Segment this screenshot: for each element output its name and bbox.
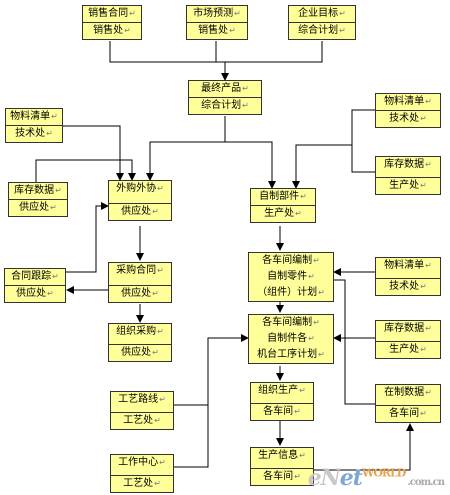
edge-inventory-right-to-selfmade — [351, 145, 375, 173]
node-workshop-plan-2: 各车间编制↵ 自制件各↵ 机台工序计划↵ — [248, 314, 334, 364]
edge-follow-to-outsourcing — [64, 202, 109, 273]
node-inventory-right-2: 库存数据↵ 生产处↵ — [375, 320, 441, 359]
node-purchase-contract: 采购合同↵ 供应处↵ — [108, 262, 172, 303]
node-bom-right: 物料清单↵ 技术处↵ — [375, 93, 441, 128]
node-bom-left: 物料清单↵ 技术处↵ — [5, 108, 63, 143]
node-outsourcing: 外购外协↵ 供应处↵ — [108, 180, 172, 221]
node-inventory-left: 库存数据↵ 供应处↵ — [8, 182, 68, 217]
edge-workcenter-to-plan2 — [174, 405, 209, 468]
node-production-info: 生产信息↵ 各车间↵ — [250, 447, 314, 486]
node-bom-right-2: 物料清单↵ 技术处↵ — [375, 257, 441, 296]
edge-goal-to-final — [225, 41, 323, 63]
edge-bom-left-to-outsourcing — [62, 125, 124, 181]
node-workshop-plan-1: 各车间编制↵ 自制零件↵ （组件）计划↵ — [248, 252, 334, 302]
node-enterprise-goal: 企业目标↵ 综合计划↵ — [288, 5, 356, 40]
node-final-product: 最终产品↵ 综合计划↵ — [188, 80, 262, 115]
edge-final-to-selfmade — [225, 141, 276, 189]
edge-route-to-plan2 — [174, 334, 249, 406]
edge-sales-to-final — [109, 41, 229, 81]
node-wip-data: 在制数据↵ 各车间↵ — [375, 384, 441, 423]
node-inventory-right-top: 库存数据↵ 生产处↵ — [375, 156, 441, 195]
edge-final-to-outsourcing — [146, 116, 226, 181]
node-market-forecast: 市场预测↵ 销售处↵ — [186, 5, 248, 40]
edge-bom-right-to-selfmade — [292, 109, 375, 189]
edge-info-to-wip — [314, 423, 414, 471]
node-self-made-parts: 自制部件↵ 生产处↵ — [250, 188, 316, 223]
edge-wip-to-plan1 — [334, 279, 375, 405]
edge-inventory-left-to-outsourcing — [35, 159, 136, 182]
watermark-logo: eNetWORLD.com.cn — [307, 465, 445, 491]
node-process-route: 工艺路线↵ 工艺处↵ — [110, 391, 174, 430]
node-organize-purchase: 组织采购↵ 供应处↵ — [108, 323, 172, 362]
node-contract-follow: 合同跟踪↵ 供应处↵ — [4, 268, 66, 303]
node-organize-production: 组织生产↵ 各车间↵ — [250, 382, 314, 421]
node-sales-contract: 销售合同↵ 销售处↵ — [82, 5, 142, 40]
node-work-center: 工作中心↵ 工艺处↵ — [110, 454, 174, 493]
